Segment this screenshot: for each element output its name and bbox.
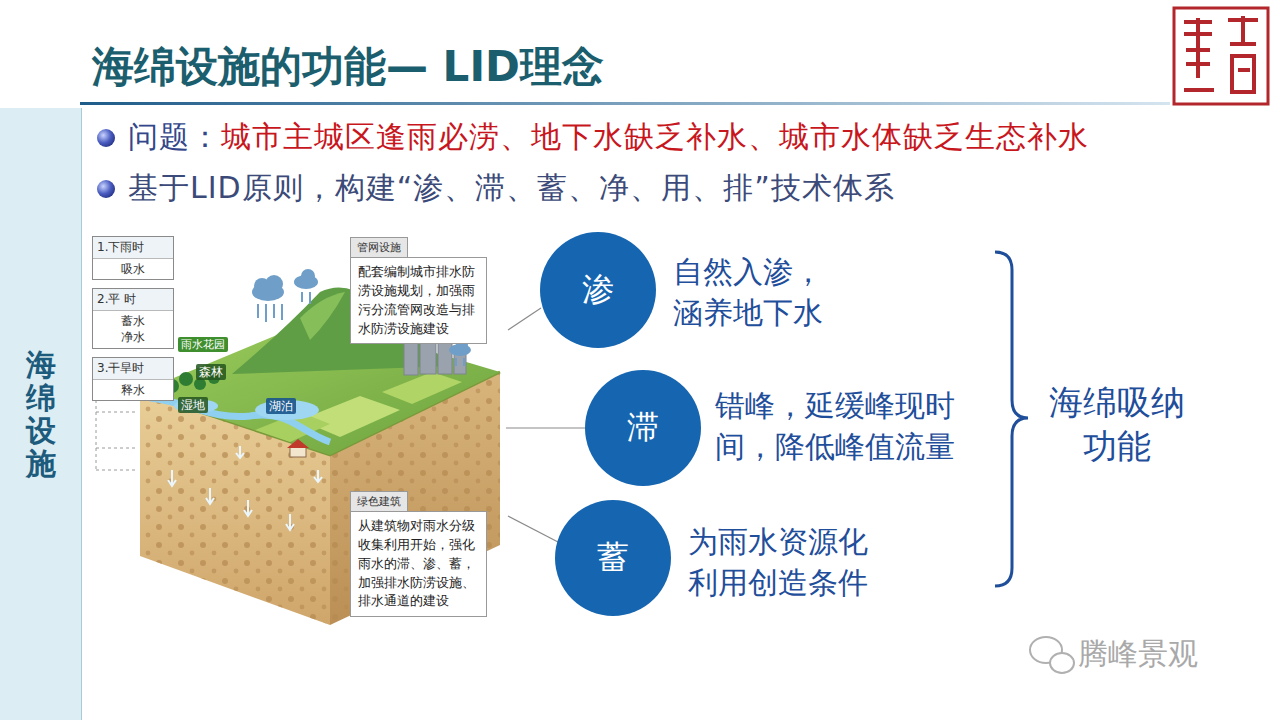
trees (179, 372, 193, 386)
rain-cloud (265, 275, 283, 293)
terrain (300, 396, 400, 437)
house (287, 439, 309, 457)
terrain (382, 372, 462, 404)
bullet-dot (97, 129, 115, 147)
earth-block (140, 392, 330, 625)
summary-text: 海绵吸纳 功能 (1045, 380, 1189, 468)
step-body: 吸水 (119, 259, 148, 279)
scene-label: 雨水花园 (178, 337, 228, 352)
function-text: 自然入渗， 涵养地下水 (673, 252, 829, 333)
slide-title: 海绵设施的功能— LID理念 (92, 42, 604, 92)
logo-seal (1174, 8, 1268, 104)
rain-cloud (301, 269, 315, 283)
function-circle: 渗 (540, 232, 656, 348)
infiltration-arrow (168, 446, 322, 530)
step-body: 蓄水 净水 (119, 311, 148, 347)
wechat-icon (1030, 637, 1074, 673)
info-heading: 管网设施 (350, 237, 408, 257)
title-underline (80, 102, 1170, 105)
problem-text: 城市主城区逢雨必涝、地下水缺乏补水、城市水体缺乏生态补水 (221, 119, 1089, 155)
function-text: 为雨水资源化 利用创造条件 (688, 522, 874, 603)
leader-line (506, 308, 585, 542)
water (150, 398, 330, 442)
logo-seal (1184, 16, 1258, 92)
function-text: 错峰，延缓峰现时 间，降低峰值流量 (715, 386, 961, 467)
infiltration-arrow (206, 488, 214, 504)
leader-line (506, 427, 585, 428)
side-band: 海绵设施 (0, 108, 82, 720)
watermark: 腾峰景观 (1078, 636, 1198, 672)
infiltration-arrow (286, 514, 294, 530)
function-circle: 滞 (585, 370, 701, 486)
leader-line (508, 516, 558, 542)
infiltration-arrow (168, 470, 176, 486)
step-box: 3.干旱时释水 (92, 357, 174, 401)
step-heading: 2.平 时 (93, 289, 173, 311)
leader-line (508, 308, 541, 330)
house (290, 447, 306, 457)
circle-char: 渗 (582, 268, 614, 312)
circle-char: 蓄 (597, 536, 629, 580)
scene-label: 湿地 (178, 397, 208, 413)
step-box: 2.平 时蓄水 净水 (92, 288, 174, 348)
terrain (300, 292, 345, 340)
water (150, 398, 330, 442)
bullet-heading: 问题： (128, 119, 221, 155)
step-body: 释水 (119, 380, 148, 400)
bullet-text: 基于LID原则，构建“渗、滞、蓄、净、用、排”技术体系 (128, 170, 895, 206)
brace (995, 252, 1028, 586)
earth-block (140, 392, 330, 625)
house (287, 439, 309, 448)
info-heading: 绿色建筑 (350, 491, 408, 511)
info-body: 从建筑物对雨水分级 收集利用开始，强化 雨水的滞、渗、蓄， 加强排水防涝设施、 … (350, 511, 487, 617)
guide-dashes (96, 400, 138, 470)
infiltration-arrow (244, 500, 252, 516)
logo-seal (1174, 8, 1268, 104)
step-heading: 3.干旱时 (93, 358, 173, 380)
band-title: 海绵设施 (26, 348, 56, 480)
brace (995, 252, 1028, 586)
guide-dashes (96, 400, 138, 470)
info-body: 配套编制城市排水防 涝设施规划，加强雨 污分流管网改造与排 水防涝设施建设 (350, 257, 487, 344)
infiltration-arrow (314, 470, 322, 482)
wechat-icon (1050, 653, 1074, 673)
info-box: 绿色建筑从建筑物对雨水分级 收集利用开始，强化 雨水的滞、渗、蓄， 加强排水防涝… (350, 490, 487, 617)
bullet-dot (97, 129, 115, 198)
bullet-dot (97, 180, 115, 198)
circle-char: 滞 (627, 406, 659, 450)
step-box: 1.下雨时吸水 (92, 236, 174, 280)
title-underline (80, 102, 1170, 105)
info-box: 管网设施配套编制城市排水防 涝设施规划，加强雨 污分流管网改造与排 水防涝设施建… (350, 236, 487, 344)
step-heading: 1.下雨时 (93, 237, 173, 259)
function-circle: 蓄 (555, 500, 671, 616)
infiltration-arrow (236, 446, 244, 458)
scene-label: 湖泊 (266, 398, 296, 414)
scene-label: 森林 (196, 364, 226, 380)
